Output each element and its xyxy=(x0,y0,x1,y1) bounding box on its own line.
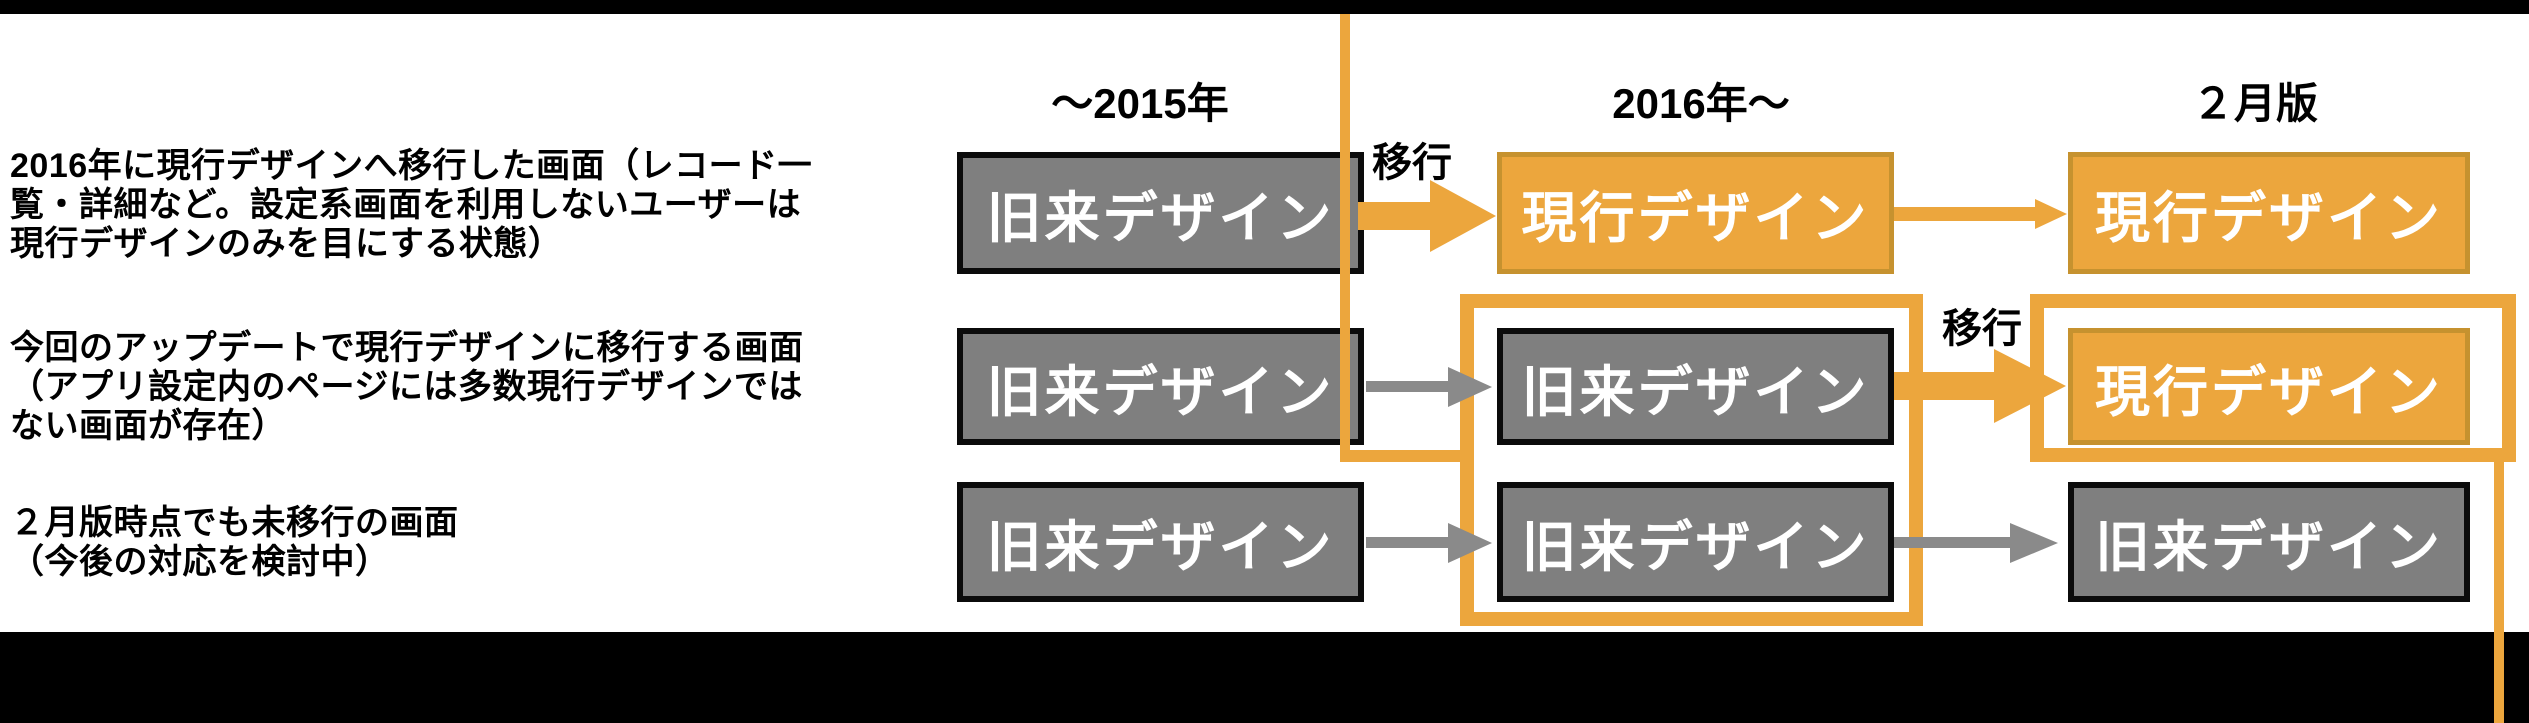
arrow-head-r3-keep-old-1 xyxy=(1448,523,1495,563)
description-line: ２月版時点でも未移行の画面 xyxy=(10,504,459,542)
design-box-r3-c1: 旧来デザイン xyxy=(957,482,1364,602)
design-box-label: 旧来デザイン xyxy=(1521,516,1870,578)
description-line: 今回のアップデートで現行デザインに移行する画面 xyxy=(10,329,804,367)
arrow-head-r1-migrate xyxy=(1430,180,1499,252)
highlight-rect-2016-unmigrated xyxy=(1460,294,1923,626)
design-box-r2-c2: 旧来デザイン xyxy=(1497,328,1894,445)
design-box-label: 旧来デザイン xyxy=(986,360,1335,423)
column-header-from-2016: 2016年～ xyxy=(1612,80,1790,127)
design-box-r2-c1: 旧来デザイン xyxy=(957,328,1364,445)
row-description-1: 2016年に現行デザインへ移行した画面（レコード一 覧・詳細など。設定系画面を利… xyxy=(10,147,910,264)
callout-connector-line xyxy=(1340,450,1474,462)
row-description-3: ２月版時点でも未移行の画面 （今後の対応を検討中） xyxy=(10,504,910,582)
design-box-r3-c2: 旧来デザイン xyxy=(1497,482,1894,602)
design-box-r3-c3: 旧来デザイン xyxy=(2068,482,2470,602)
arrow-head-r1-keep-new xyxy=(2035,199,2070,229)
bottom-callout-line xyxy=(2494,450,2504,723)
arrow-shaft-r3-keep-old-1 xyxy=(1366,537,1450,548)
top-black-bar xyxy=(0,0,2529,14)
migration-label-row1: 移行 xyxy=(1372,141,1452,185)
description-line: 覧・詳細など。設定系画面を利用しないユーザーは xyxy=(10,186,802,224)
migration-label-row2: 移行 xyxy=(1942,307,2022,351)
arrow-head-r2-keep-old xyxy=(1448,367,1495,407)
design-box-label: 現行デザイン xyxy=(2094,187,2443,249)
top-callout-line xyxy=(1340,14,1350,462)
bottom-black-bar xyxy=(0,632,2529,723)
design-box-label: 現行デザイン xyxy=(1521,187,1870,249)
design-box-label: 旧来デザイン xyxy=(986,516,1335,578)
design-box-label: 旧来デザイン xyxy=(986,187,1335,249)
description-line: 現行デザインのみを目にする状態） xyxy=(10,225,563,263)
design-box-label: 旧来デザイン xyxy=(2094,516,2443,578)
description-line: ない画面が存在） xyxy=(10,407,286,445)
arrow-shaft-r2-keep-old xyxy=(1366,381,1450,392)
highlight-rect-feb-migrated xyxy=(2030,294,2516,462)
description-line: （アプリ設定内のページには多数現行デザインでは xyxy=(10,368,803,406)
description-line: 2016年に現行デザインへ移行した画面（レコード一 xyxy=(10,147,813,185)
design-box-r1-c3: 現行デザイン xyxy=(2068,152,2470,274)
design-box-label: 現行デザイン xyxy=(2094,360,2443,423)
arrow-shaft-r3-keep-old-2 xyxy=(1894,537,2012,548)
column-header-feb-version: ２月版 xyxy=(2191,80,2318,127)
arrow-head-r3-keep-old-2 xyxy=(2010,523,2061,563)
row-description-2: 今回のアップデートで現行デザインに移行する画面 （アプリ設定内のページには多数現… xyxy=(10,329,910,446)
arrow-head-r2-migrate xyxy=(1994,349,2069,423)
arrow-shaft-r2-migrate xyxy=(1894,372,1998,400)
column-header-pre-2015: ～2015年 xyxy=(1051,80,1229,127)
arrow-shaft-r1-keep-new xyxy=(1894,207,2037,221)
description-line: （今後の対応を検討中） xyxy=(10,543,390,581)
arrow-shaft-r1-migrate xyxy=(1358,202,1432,230)
design-box-r2-c3: 現行デザイン xyxy=(2068,328,2470,445)
design-box-label: 旧来デザイン xyxy=(1521,360,1870,423)
design-box-r1-c2: 現行デザイン xyxy=(1497,152,1894,274)
design-box-r1-c1: 旧来デザイン xyxy=(957,152,1364,274)
